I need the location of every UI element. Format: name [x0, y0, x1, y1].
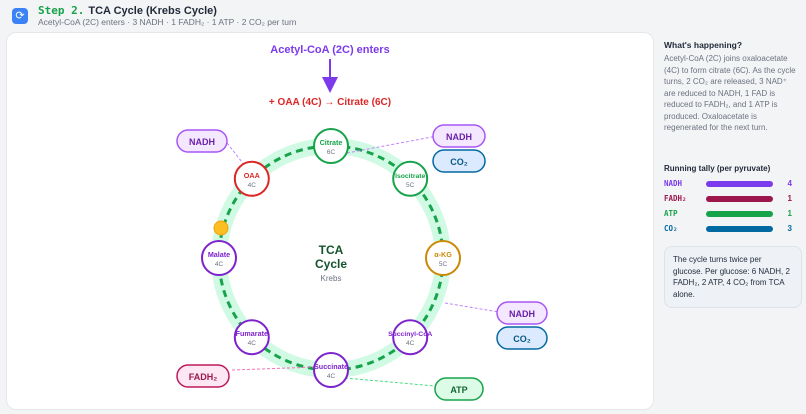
connector-akg-nadh	[444, 302, 500, 313]
sidebar-title: What's happening?	[664, 40, 743, 50]
co2-pill-isocitrate: CO₂	[432, 149, 486, 173]
node-name: Succinyl-CoA	[388, 331, 432, 338]
node-carbons: 5C	[439, 261, 448, 268]
node-carbons: 6C	[327, 149, 336, 156]
co2-label: CO₂	[450, 157, 468, 167]
node-carbons: 4C	[406, 340, 415, 347]
tally-title: Running tally (per pyruvate)	[664, 164, 771, 173]
sidebar-description: Acetyl-CoA (2C) joins oxaloacetate (4C) …	[664, 54, 796, 132]
node-circle	[313, 128, 349, 164]
tally-value: 1	[787, 209, 792, 218]
node-carbons: 5C	[406, 182, 415, 189]
tally-row-atp: ATP 1	[664, 208, 800, 220]
cycle-node-kg: α-KG 5C	[425, 240, 461, 276]
node-name: Malate	[208, 250, 230, 259]
cycle-node-malate: Malate 4C	[201, 240, 237, 276]
entry-label: Acetyl-CoA (2C) enters	[270, 44, 389, 56]
node-circle	[233, 160, 270, 197]
nadh-label: NADH	[189, 137, 215, 147]
step-number: Step 2.	[38, 4, 85, 17]
center-title-line2: Cycle	[315, 257, 347, 271]
connector-citrate-nadh	[346, 135, 438, 154]
node-circle	[392, 160, 429, 197]
node-carbons: 4C	[327, 373, 336, 380]
tally-bar	[706, 226, 773, 232]
node-name: Succinate	[314, 362, 348, 371]
connector-succinate-fadh2	[231, 366, 318, 371]
tally-value: 4	[787, 179, 792, 188]
fadh2-label: FADH₂	[189, 372, 218, 382]
tally-value: 3	[787, 224, 792, 233]
refresh-icon: ⟳	[12, 8, 28, 24]
node-name: α-KG	[434, 250, 452, 259]
header: ⟳ Step 2.TCA Cycle (Krebs Cycle) Acetyl-…	[0, 0, 806, 30]
page-title: TCA Cycle (Krebs Cycle)	[88, 5, 217, 17]
step-heading: Step 2.TCA Cycle (Krebs Cycle)	[38, 4, 217, 17]
nadh-pill-oaa: NADH	[176, 129, 228, 153]
cycle-node-succinyl-coa: Succinyl-CoA 4C	[388, 319, 432, 356]
nadh-label: NADH	[509, 309, 535, 319]
center-subtitle: Krebs	[321, 274, 342, 283]
center-title-line1: TCA	[319, 243, 344, 257]
per-glucose-note: The cycle turns twice per glucose. Per g…	[664, 246, 802, 308]
tally-label: CO₂	[664, 224, 678, 233]
co2-label: CO₂	[513, 334, 531, 344]
tally-label: FADH₂	[664, 194, 687, 203]
node-carbons: 4C	[248, 340, 257, 347]
node-circle	[233, 319, 270, 356]
node-name: Isocitrate	[395, 173, 425, 180]
progress-marker	[213, 220, 229, 236]
cycle-node-fumarate: Fumarate 4C	[233, 319, 270, 356]
node-circle	[313, 352, 349, 388]
node-circle	[425, 240, 461, 276]
cycle-node-isocitrate: Isocitrate 5C	[392, 160, 429, 197]
tally-label: ATP	[664, 209, 678, 218]
co2-pill-akg: CO₂	[496, 326, 548, 350]
node-name: OAA	[244, 171, 260, 180]
cycle-nodes: Citrate 6C Isocitrate 5C α-KG 5C Succinyl-CoA 4…	[201, 128, 461, 388]
cycle-node-citrate: Citrate 6C	[313, 128, 349, 164]
diagram-panel: Acetyl-CoA (2C) enters + OAA (4C) → Citr…	[6, 32, 654, 410]
tally-value: 1	[787, 194, 792, 203]
connector-oaa-nadh	[226, 142, 250, 172]
page-subtitle: Acetyl-CoA (2C) enters · 3 NADH · 1 FADH…	[38, 17, 297, 27]
nadh-pill-isocitrate: NADH	[432, 124, 486, 148]
nadh-label: NADH	[446, 132, 472, 142]
nadh-pill-akg: NADH	[496, 301, 548, 325]
node-carbons: 4C	[248, 182, 257, 189]
reaction-label: + OAA (4C) → Citrate (6C)	[269, 97, 391, 108]
node-circle	[392, 319, 429, 356]
tally-row-fadh2: FADH₂ 1	[664, 193, 800, 205]
node-circle	[201, 240, 237, 276]
tally-bar	[706, 181, 773, 187]
tally-row-nadh: NADH 4	[664, 178, 800, 190]
tally-label: NADH	[664, 179, 683, 188]
node-name: Citrate	[320, 138, 343, 147]
fadh2-pill: FADH₂	[176, 364, 230, 388]
tally-bar	[706, 211, 773, 217]
connector-succinate-atp	[344, 377, 436, 387]
tca-cycle-diagram: Acetyl-CoA (2C) enters + OAA (4C) → Citr…	[176, 44, 548, 401]
cycle-node-succinate: Succinate 4C	[313, 352, 349, 388]
node-name: Fumarate	[236, 329, 268, 338]
tally-row-co2: CO₂ 3	[664, 223, 800, 235]
cycle-node-oaa: OAA 4C	[233, 160, 270, 197]
node-carbons: 4C	[215, 261, 224, 268]
tally-bar	[706, 196, 773, 202]
atp-pill: ATP	[434, 377, 484, 401]
info-sidebar: What's happening? Acetyl-CoA (2C) joins …	[664, 36, 802, 410]
atp-label: ATP	[450, 385, 467, 395]
